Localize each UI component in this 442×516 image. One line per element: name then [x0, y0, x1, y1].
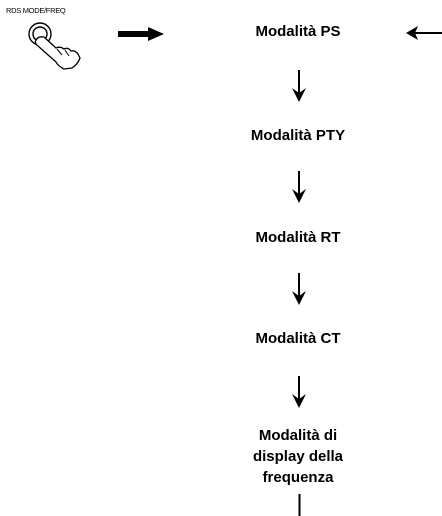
thick-right-arrow: [118, 27, 164, 41]
mode-ps: Modalità PS: [255, 23, 341, 40]
mode-frequency-display: Modalità di display della frequenza: [252, 427, 344, 486]
mode-pty: Modalità PTY: [250, 127, 346, 144]
button-label: RDS MODE/FREQ: [6, 6, 66, 15]
down-arrow: [292, 376, 306, 408]
mode-ct: Modalità CT: [255, 330, 341, 347]
return-left-arrow: [406, 26, 442, 40]
down-arrow: [292, 70, 306, 102]
finger-pressing-button-icon[interactable]: [26, 20, 86, 70]
mode-rt: Modalità RT: [255, 229, 341, 246]
loop-back-line: [298, 494, 301, 516]
down-arrow: [292, 171, 306, 203]
down-arrow: [292, 273, 306, 305]
